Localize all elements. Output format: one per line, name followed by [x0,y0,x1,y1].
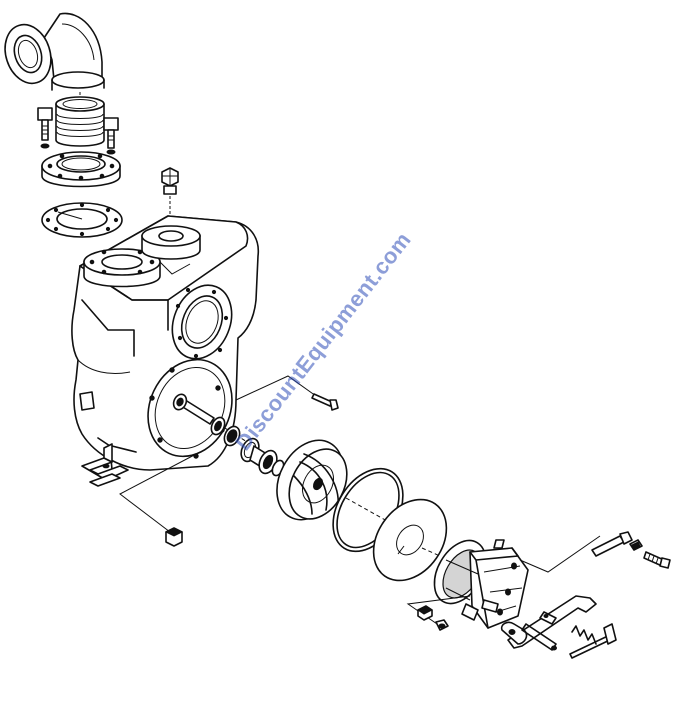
suction-flange [41,151,121,188]
nipple [55,96,105,147]
flange-gasket [41,202,123,238]
impeller [276,439,348,521]
retaining-pin [569,623,617,659]
adapter-bolt-right [519,531,671,573]
flange-bolt-right [103,117,119,155]
wear-plate [372,498,448,582]
engine-adapter [433,539,529,629]
pump-casing [71,215,260,471]
flange-bolt-left [37,107,53,149]
fill-plug [161,167,179,224]
mounting-foot [81,443,129,487]
casing-bolt [235,375,339,411]
elbow-fitting [4,12,105,91]
adapter-bolt [406,595,471,631]
drain-plug [119,451,201,547]
shaft-seal [210,416,293,477]
lifting-handle [500,595,597,651]
